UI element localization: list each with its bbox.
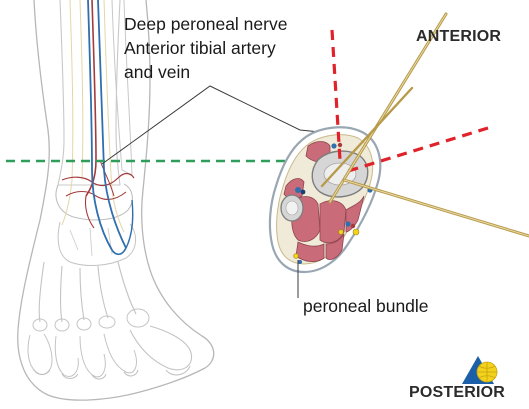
label-deep-peroneal-nerve: Deep peroneal nerve [124,14,287,35]
label-anterior-tibial-artery: Anterior tibial artery [124,38,276,59]
label-posterior: POSTERIOR [409,384,505,402]
label-and-vein: and vein [124,62,190,83]
orientation-globe-icon [462,356,497,384]
label-peroneal-bundle: peroneal bundle [303,296,429,317]
leg-foot-illustration [18,0,214,400]
label-anterior: ANTERIOR [416,28,501,46]
